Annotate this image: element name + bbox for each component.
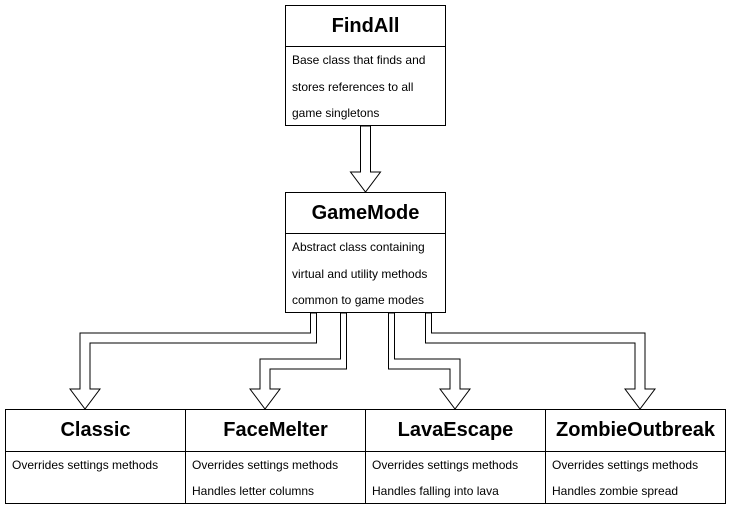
zombieoutbreak-title: ZombieOutbreak [546,410,725,452]
findall-description: Base class that finds and stores referen… [286,47,445,127]
zombieoutbreak-description: Overrides settings methods Handles zombi… [546,452,725,504]
facemelter-title: FaceMelter [186,410,365,452]
lavaescape-node: LavaEscape Overrides settings methods Ha… [365,409,546,504]
findall-desc-line: stores references to all [292,79,414,94]
classic-description: Overrides settings methods [6,452,185,478]
arrow-gamemode-to-lavaescape [388,312,471,410]
facemelter-desc-line: Overrides settings methods [192,458,339,472]
arrow-gamemode-to-classic [69,312,317,410]
lavaescape-desc-line: Handles falling into lava [372,484,499,498]
findall-desc-line: game singletons [292,106,380,120]
classic-title: Classic [6,410,185,452]
gamemode-desc-line: Abstract class containing [292,240,425,254]
lavaescape-title: LavaEscape [366,410,545,452]
gamemode-title: GameMode [286,193,445,234]
facemelter-desc-line: Handles letter columns [192,484,315,498]
classic-desc-line: Overrides settings methods [12,458,159,472]
arrow-gamemode-to-facemelter [249,312,347,410]
facemelter-node: FaceMelter Overrides settings methods Ha… [185,409,366,504]
lavaescape-description: Overrides settings methods Handles falli… [366,452,545,504]
gamemode-node: GameMode Abstract class containing virtu… [285,192,446,313]
findall-desc-line: Base class that finds and [292,53,426,67]
zombieoutbreak-desc-line: Overrides settings methods [552,458,699,472]
facemelter-description: Overrides settings methods Handles lette… [186,452,365,504]
lavaescape-desc-line: Overrides settings methods [372,458,519,472]
zombieoutbreak-desc-line: Handles zombie spread [552,484,679,498]
findall-node: FindAll Base class that finds and stores… [285,5,446,126]
arrow-findall-to-gamemode [349,125,382,193]
findall-title: FindAll [286,6,445,47]
classic-node: Classic Overrides settings methods [5,409,186,504]
gamemode-description: Abstract class containing virtual and ut… [286,234,445,314]
gamemode-desc-line: common to game modes [292,293,425,307]
arrow-gamemode-to-zombieoutbreak [425,312,656,410]
zombieoutbreak-node: ZombieOutbreak Overrides settings method… [545,409,726,504]
gamemode-desc-line: virtual and utility methods [292,266,428,281]
